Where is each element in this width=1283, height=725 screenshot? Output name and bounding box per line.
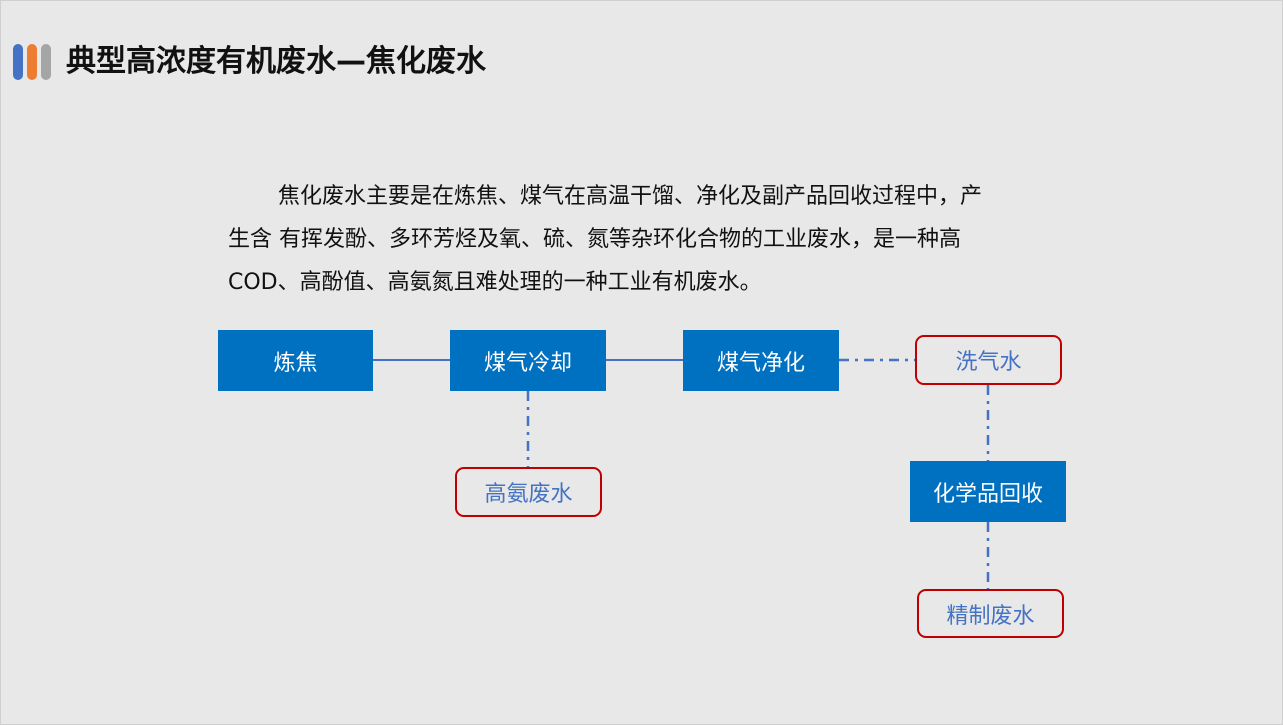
intro-line-3: COD、高酚值、高氨氮且难处理的一种工业有机废水。: [228, 270, 762, 295]
process-node-label: 煤气净化: [716, 350, 805, 376]
wastewater-node-refining-wastewater: 精制废水: [917, 589, 1064, 638]
page-title: 典型高浓度有机废水—焦化废水: [66, 44, 486, 79]
process-node-chemical-recovery: 化学品回收: [910, 461, 1066, 522]
title-decoration-bars: [13, 44, 55, 80]
process-node-coking: 炼焦: [218, 330, 373, 391]
wastewater-node-high-ammonia-wastewater: 高氨废水: [455, 467, 602, 517]
title-bar-blue: [13, 44, 23, 80]
intro-paragraph: 焦化废水主要是在炼焦、煤气在高温干馏、净化及副产品回收过程中，产 生含 有挥发酚…: [228, 175, 1058, 304]
wastewater-node-label: 高氨废水: [484, 482, 573, 507]
title-bar-orange: [27, 44, 37, 80]
process-node-label: 煤气冷却: [483, 350, 572, 376]
wastewater-node-gas-washing-water: 洗气水: [915, 335, 1062, 385]
title-bar-gray: [41, 44, 51, 80]
intro-line-2: 生含 有挥发酚、多环芳烃及氧、硫、氮等杂环化合物的工业废水，是一种高: [228, 227, 961, 252]
process-node-label: 化学品回收: [932, 481, 1043, 507]
intro-line-1: 焦化废水主要是在炼焦、煤气在高温干馏、净化及副产品回收过程中，产: [278, 184, 983, 209]
process-node-gas-cooling: 煤气冷却: [450, 330, 606, 391]
wastewater-node-label: 洗气水: [955, 350, 1022, 375]
process-node-label: 炼焦: [273, 350, 318, 376]
wastewater-node-label: 精制废水: [946, 603, 1035, 629]
process-node-gas-purification: 煤气净化: [683, 330, 839, 391]
